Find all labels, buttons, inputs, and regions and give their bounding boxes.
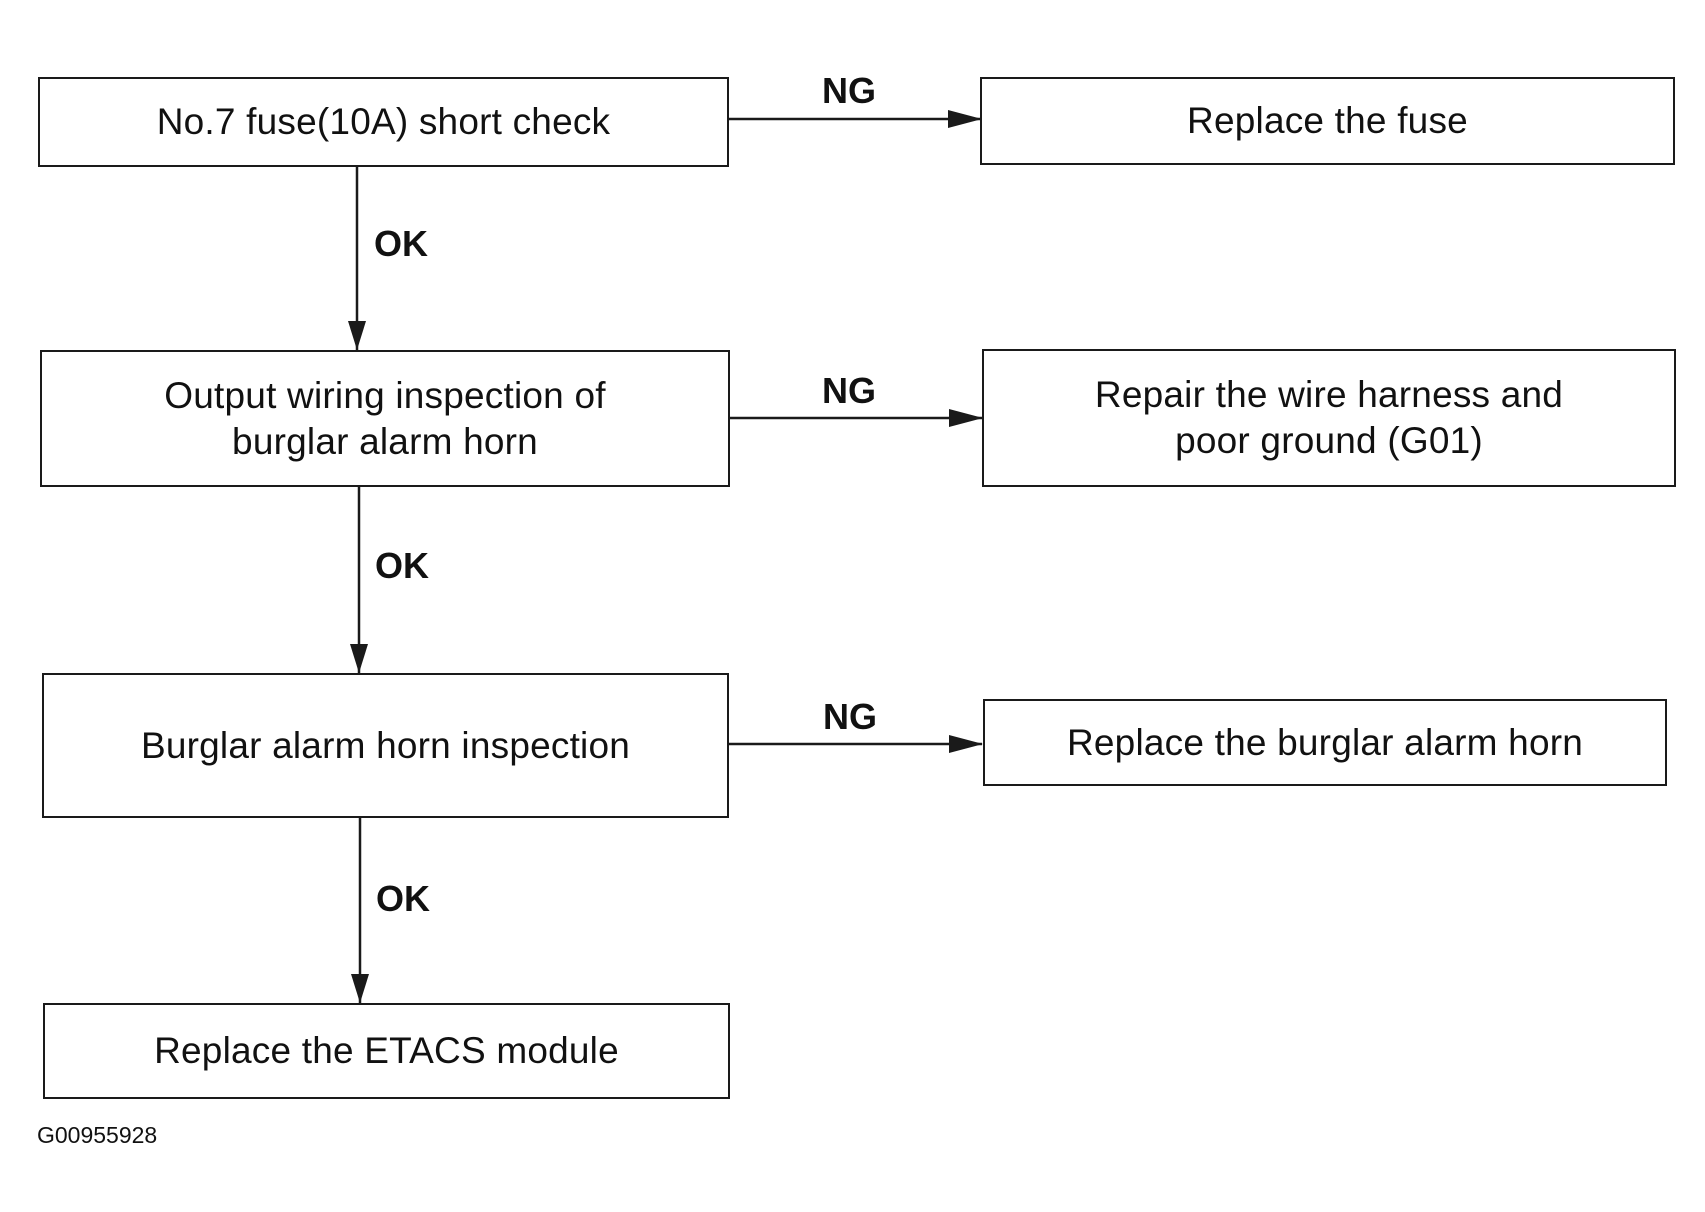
step-wiring-inspection-line1: Output wiring inspection of <box>164 374 606 416</box>
step-horn-inspection: Burglar alarm horn inspection <box>42 673 729 818</box>
ok-label-fuse: OK <box>374 223 428 264</box>
step-replace-etacs: Replace the ETACS module <box>43 1003 730 1099</box>
step-horn-inspection-text: Burglar alarm horn inspection <box>140 724 631 766</box>
ok-label-horn: OK <box>376 878 430 919</box>
outcome-repair-harness: Repair the wire harness and poor ground … <box>982 349 1676 487</box>
ng-label-wiring: NG <box>822 370 876 411</box>
ok-label-wiring: OK <box>375 545 429 586</box>
step-wiring-inspection: Output wiring inspection of burglar alar… <box>40 350 730 487</box>
outcome-repair-harness-line1: Repair the wire harness and <box>1094 374 1564 415</box>
ng-label-horn: NG <box>823 696 877 737</box>
step-fuse-check-text: No.7 fuse(10A) short check <box>156 101 611 142</box>
ng-label-fuse: NG <box>822 70 876 111</box>
outcome-replace-horn-text: Replace the burglar alarm horn <box>1066 721 1584 763</box>
outcome-replace-fuse-text: Replace the fuse <box>1187 100 1468 141</box>
step-fuse-check: No.7 fuse(10A) short check <box>38 77 729 167</box>
outcome-replace-horn: Replace the burglar alarm horn <box>983 699 1667 786</box>
outcome-repair-harness-line2: poor ground (G01) <box>1175 420 1483 461</box>
step-wiring-inspection-line2: burglar alarm horn <box>232 420 538 462</box>
figure-code: G00955928 <box>37 1122 158 1148</box>
step-replace-etacs-text: Replace the ETACS module <box>154 1030 619 1071</box>
outcome-replace-fuse: Replace the fuse <box>980 77 1675 165</box>
